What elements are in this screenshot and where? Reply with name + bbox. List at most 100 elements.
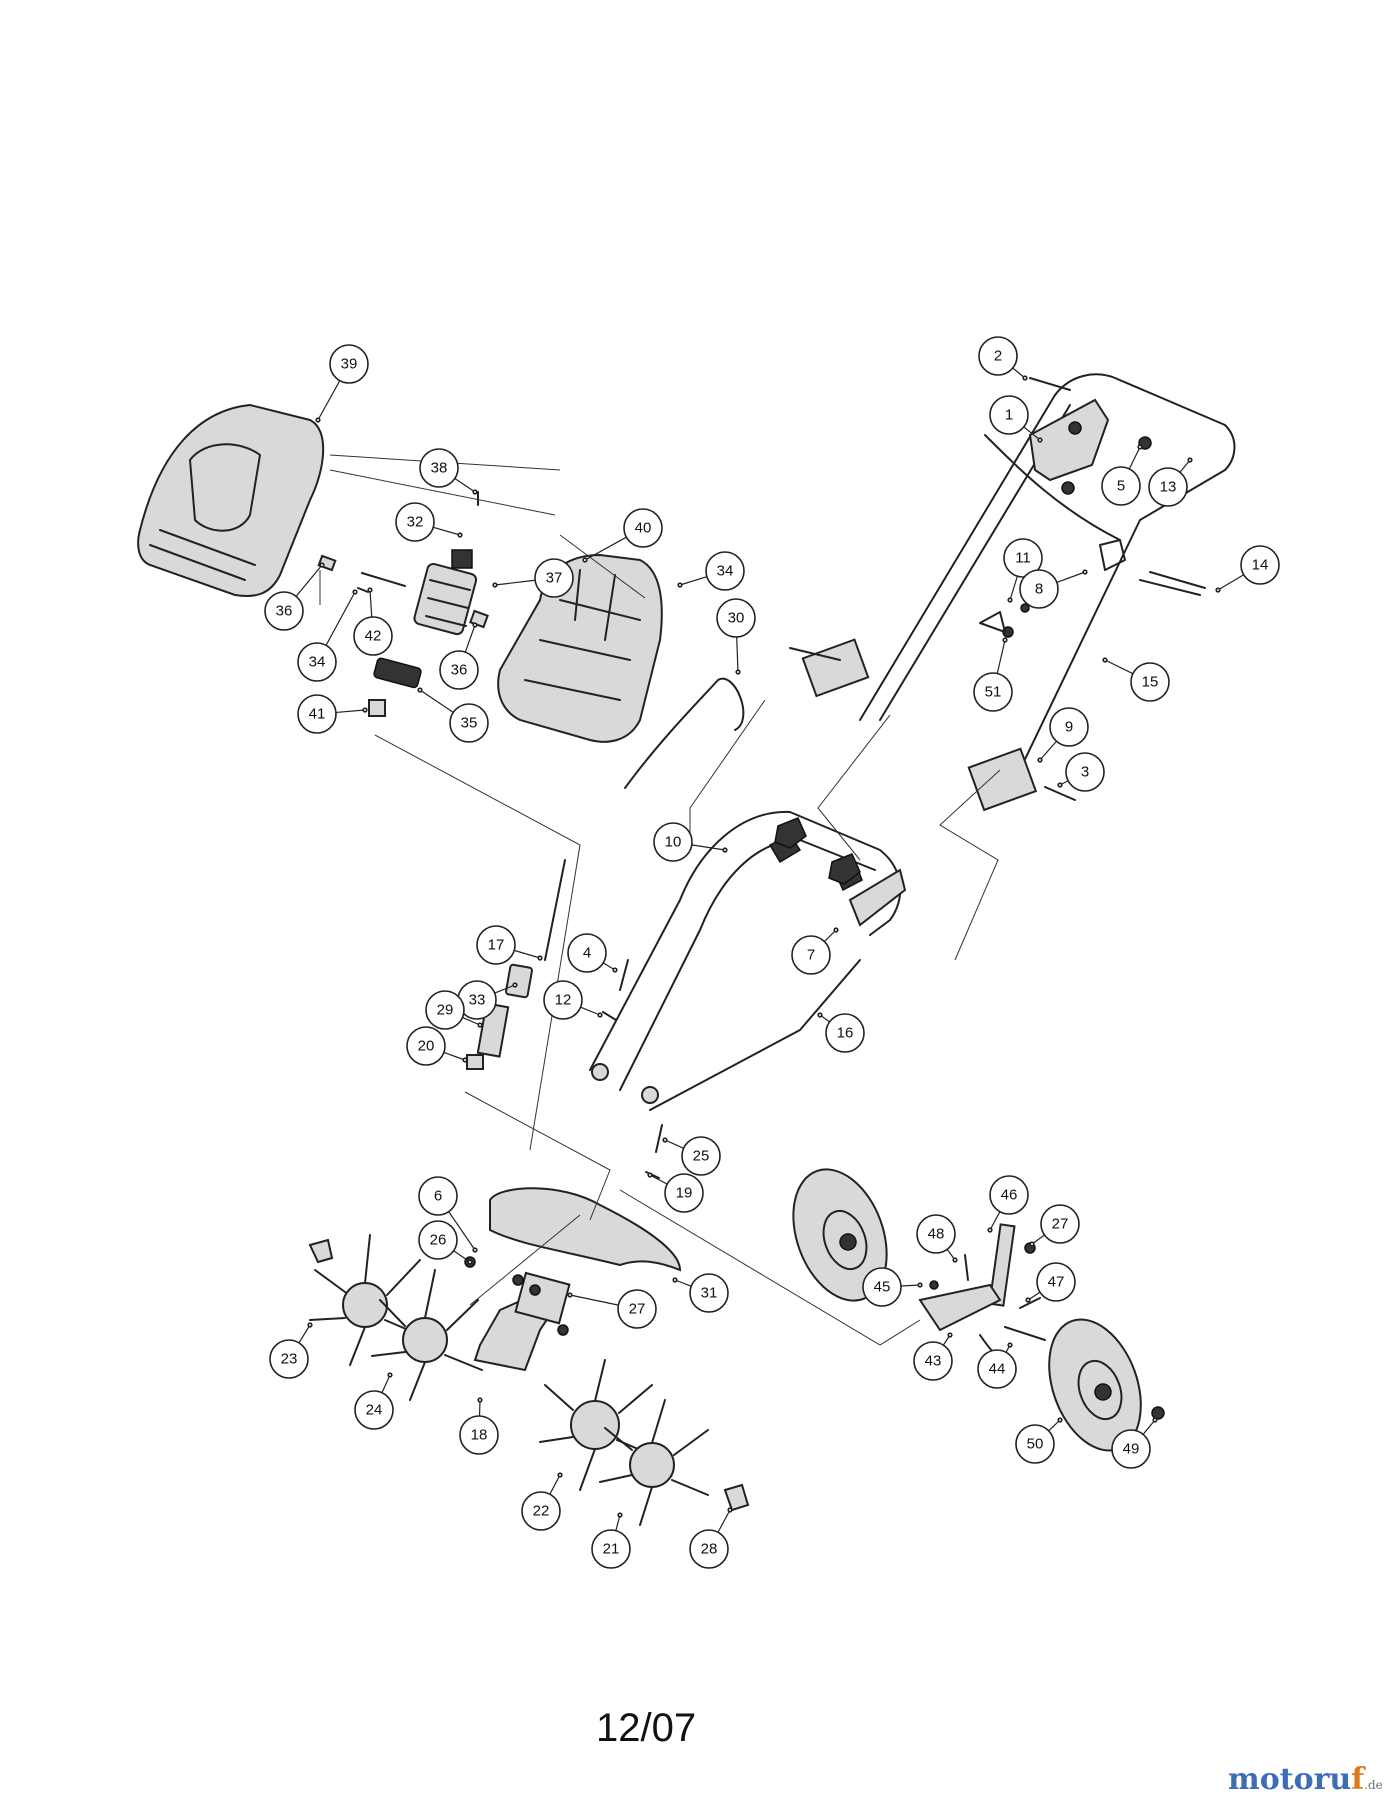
callout-number: 36 [276,603,293,620]
callout-number: 28 [701,1541,718,1558]
callout-leader-line [1056,571,1086,583]
part-callout: 20 [406,1026,468,1066]
callout-bubble [681,1136,721,1176]
callout-bubble [419,448,459,488]
upper-handle-part [859,373,1236,781]
callout-leader-tip [1025,1297,1031,1303]
callout-number: 50 [1027,1436,1044,1453]
assembly-guide-line [619,1189,921,1346]
callout-leader-tip [952,1257,958,1263]
nut-part [557,1324,569,1336]
callout-leader-line [717,1509,731,1533]
callout-bubble [716,598,756,638]
part-callout: 38 [419,448,478,495]
callout-number: 1 [1005,407,1013,424]
callout-leader-line [419,689,454,713]
callout-leader-tip [1137,444,1143,450]
callout-bubble [395,502,435,542]
callout-leader-tip [582,557,588,563]
callout-number: 32 [407,514,424,531]
callout-leader-tip [1007,1342,1013,1348]
callout-leader-line [295,564,323,597]
callout-leader-tip [597,1012,603,1018]
callout-leader-line [494,984,516,994]
callout-bubble [1003,538,1043,578]
callout-number: 5 [1117,478,1125,495]
callout-bubble [653,822,693,862]
bracket-part [801,638,870,698]
callout-bubble [973,672,1013,712]
callout-leader-tip [612,967,618,973]
part-callout: 12 [543,980,603,1020]
motor-housing-part [497,553,663,743]
callout-bubble [459,1415,499,1455]
part-callout: 42 [353,587,393,656]
callout-leader-tip [1152,1417,1158,1423]
tine-part [371,1269,483,1401]
part-callout: 37 [492,558,574,598]
callout-leader-tip [672,1277,678,1283]
callout-leader-line [1012,367,1026,379]
nut-part [512,1274,524,1286]
callout-leader-tip [1037,757,1043,763]
callout-leader-tip [1057,1417,1063,1423]
callout-bubble [418,1220,458,1260]
callout-number: 43 [925,1353,942,1370]
part-callout: 27 [1029,1204,1080,1247]
callout-leader-line [494,579,536,586]
axle-part [1004,1326,1046,1341]
callout-bubble [989,1175,1029,1215]
callout-leader-tip [472,489,478,495]
part-callout: 31 [672,1273,729,1313]
callout-leader-tip [1102,657,1108,663]
callout-leader-line [569,1294,619,1306]
callout-leader-tip [1057,782,1063,788]
callout-leader-tip [727,1507,733,1513]
callout-number: 18 [471,1427,488,1444]
bolt-part [1019,1297,1041,1309]
callout-bubble [1101,466,1141,506]
callout-leader-line [443,1051,466,1061]
watermark-main: motoru [1228,1762,1352,1797]
motor-part [413,549,478,636]
callout-number: 33 [469,992,486,1009]
callout-bubble [476,925,516,965]
callout-bubble [617,1289,657,1329]
callout-leader-tip [362,707,368,713]
assembly-guide-line [689,699,766,850]
callout-leader-line [1142,1419,1156,1435]
callout-leader-line [649,1174,668,1185]
callout-leader-line [453,1250,471,1263]
callout-leader-line [1217,574,1244,591]
callout-leader-tip [1022,375,1028,381]
callout-leader-line [1179,459,1191,473]
part-callout: 14 [1215,545,1280,593]
callout-number: 49 [1123,1441,1140,1458]
callout-leader-tip [917,1282,923,1288]
callout-leader-line [514,949,541,959]
part-callout: 26 [418,1220,473,1265]
part-callout: 30 [716,598,756,675]
bolt-part [1044,786,1076,801]
callout-leader-line [317,380,341,421]
callout-number: 31 [701,1285,718,1302]
callout-leader-line [1104,659,1134,675]
part-callout: 43 [913,1332,953,1381]
callout-bubble [418,1176,458,1216]
callout-number: 8 [1035,581,1043,598]
nut-part [1151,1406,1165,1420]
callout-number: 13 [1160,479,1177,496]
callout-leader-tip [947,1332,953,1338]
tine-part [309,1234,421,1366]
callout-number: 39 [341,356,358,373]
callout-number: 38 [431,460,448,477]
part-callout: 49 [1111,1417,1158,1469]
callout-leader-tip [472,1247,478,1253]
callout-number: 4 [583,945,591,962]
callout-number: 48 [928,1226,945,1243]
callout-leader-tip [817,1012,823,1018]
callout-leader-tip [1037,437,1043,443]
callout-bubble [1148,467,1188,507]
callout-leader-tip [567,1292,573,1298]
part-callout: 35 [417,687,489,743]
